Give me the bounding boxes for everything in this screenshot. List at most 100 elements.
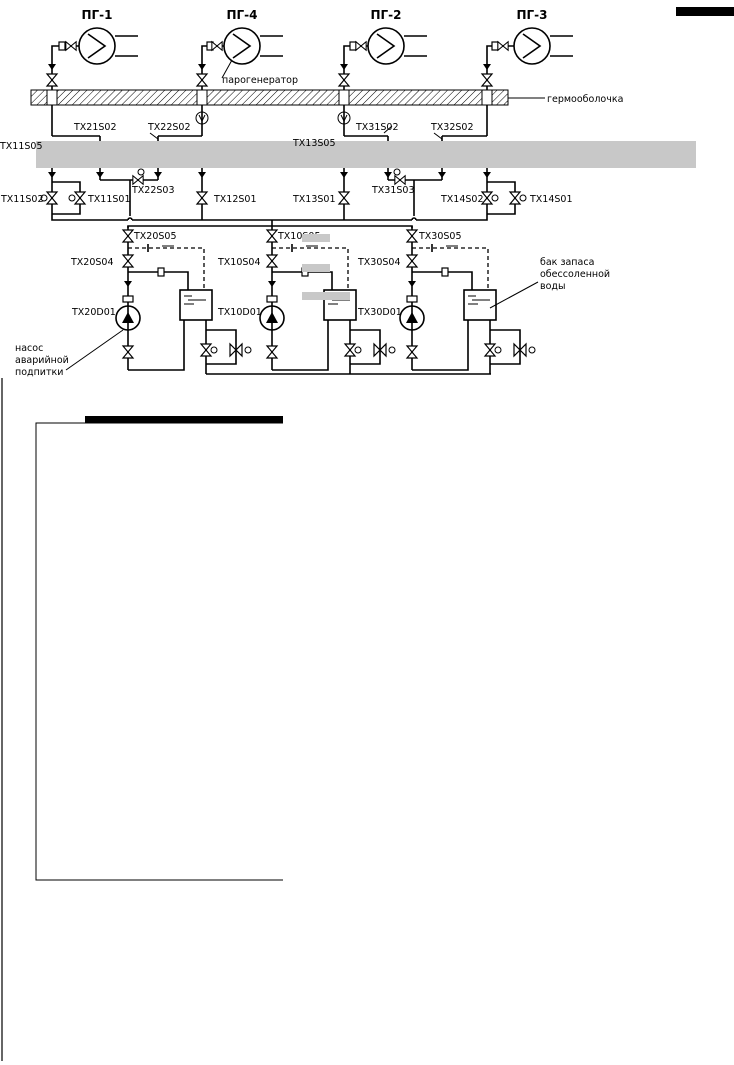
- train-30-tank: [463, 289, 497, 321]
- train-30-drain-valve-a: [483, 343, 497, 351]
- train-10-fill-line: [272, 271, 333, 290]
- valve-label-tx20s05: TX20S05: [133, 231, 177, 242]
- valve-label-tx13s05: TX13S05: [292, 138, 336, 149]
- pump-label-tx10d01: TX10D01: [217, 307, 262, 318]
- train-30-flange: [406, 295, 418, 303]
- valve-label-tx10s05: TX10S05: [277, 231, 321, 242]
- valve-label-tx10s04: TX10S04: [217, 257, 261, 268]
- pump-note-line2: аварийной: [15, 355, 69, 366]
- train-20-fill-line: [128, 271, 189, 290]
- header-bar: [676, 7, 734, 16]
- containment-note: гермооболочка: [547, 94, 623, 105]
- pump-label-tx30d01: TX30D01: [357, 307, 402, 318]
- sg-inlet-check-valves: [58, 41, 509, 51]
- sg-group-2: ПГ-2: [343, 8, 427, 136]
- valve-label-tx22s03: TX22S03: [131, 185, 175, 196]
- redaction-patches: [302, 234, 350, 300]
- train-10-pump: [259, 305, 285, 331]
- valve-label-tx11s01: TX11S01: [87, 194, 131, 205]
- flowmeter-icons: [195, 111, 351, 125]
- train-20-valve-suction: [121, 345, 135, 353]
- train-20-valve-04: [121, 254, 135, 262]
- steam-generator-4: [223, 27, 261, 65]
- train-10-valve-04: [265, 254, 279, 262]
- train-10-flange: [266, 295, 278, 303]
- valve-label-tx12s01: TX12S01: [213, 194, 257, 205]
- pump-label-tx20d01: TX20D01: [71, 307, 116, 318]
- sg-group-4: ПГ-4: [201, 8, 283, 136]
- valve-label-tx11s05: TX11S05: [0, 141, 43, 152]
- valve-label-tx21s02: TX21S02: [73, 122, 117, 133]
- train-20-flange: [122, 295, 134, 303]
- valve-label-tx11s02: TX11S02: [0, 194, 44, 205]
- train-20-valve-05: [121, 229, 135, 237]
- train-10-valve-04: [265, 260, 279, 268]
- upper-isolation-valves: [46, 64, 493, 87]
- train-30-valve-04: [405, 260, 419, 268]
- train-10-drain-valve-a: [343, 349, 357, 357]
- train-10-valve-05: [265, 229, 279, 237]
- train-30-recirc-line: [412, 247, 489, 288]
- train-20-drain-loop: [206, 329, 237, 365]
- valve-label-tx30s05: TX30S05: [418, 231, 462, 242]
- train-20-tank-outlet: [128, 320, 185, 371]
- pump-triangle-icon: [122, 312, 134, 323]
- train-30-pump: [399, 305, 425, 331]
- train-30-check-icon: [408, 281, 416, 287]
- valve-label-tx20s04: TX20S04: [70, 257, 114, 268]
- sg-label-4: ПГ-4: [226, 8, 257, 22]
- containment-wall: [30, 89, 509, 106]
- train-30-drain-valve-a: [483, 349, 497, 357]
- sg-coil-icon: [376, 33, 396, 59]
- train-30-valve-suction: [405, 345, 419, 353]
- main-collector: [51, 214, 488, 228]
- sg-group-3: ПГ-3: [486, 8, 573, 136]
- train-10-valve-05: [265, 235, 279, 243]
- train-10-drain-valve-a: [343, 343, 357, 351]
- train-30-valve-05: [405, 229, 419, 237]
- train-10-valve-suction: [265, 351, 279, 359]
- train-20-drain-valve-a: [199, 343, 213, 351]
- sg-coil-icon: [522, 33, 542, 59]
- branch-valves: [48, 168, 491, 185]
- sg-leader: [221, 59, 233, 79]
- sg-coil-icon: [232, 33, 252, 59]
- train-20-recirc-line: [128, 247, 205, 288]
- redaction-band: [36, 141, 696, 168]
- bypass-right: [481, 181, 527, 215]
- train-20-valve-suction: [121, 351, 135, 359]
- figure-caption-bar: [85, 416, 283, 423]
- valve-label-tx14s01: TX14S01: [529, 194, 573, 205]
- pump-triangle-icon: [406, 312, 418, 323]
- train-20-pump: [115, 305, 141, 331]
- train-30-valve-04: [405, 254, 419, 262]
- sg-label-3: ПГ-3: [516, 8, 547, 22]
- valve-label-tx31s02: TX31S02: [355, 122, 399, 133]
- steam-generator-2: [367, 27, 405, 65]
- valve-label-tx14s02: TX14S02: [440, 194, 484, 205]
- sg-coil-icon: [87, 33, 107, 59]
- valve-label-tx31s03: TX31S03: [371, 185, 415, 196]
- tank-note-line1: бак запаса: [540, 257, 594, 268]
- valve-label-tx22s02: TX22S02: [147, 122, 191, 133]
- blank-figure-frame: [35, 422, 283, 881]
- train-30-valve-05: [405, 235, 419, 243]
- train-30-tank-outlet: [412, 320, 469, 371]
- pump-note-line3: подпитки: [15, 367, 63, 378]
- tank-leader: [489, 281, 539, 309]
- steam-generator-3: [513, 27, 551, 65]
- train-20-drain-valve-a: [199, 349, 213, 357]
- train-30-drain-loop: [490, 329, 521, 365]
- train-10-valve-suction: [265, 345, 279, 353]
- steam-generator-note: парогенератор: [222, 75, 298, 86]
- train-10-check-icon: [268, 281, 276, 287]
- valve-label-tx32s02: TX32S02: [430, 122, 474, 133]
- sg-label-2: ПГ-2: [370, 8, 401, 22]
- pump-trains: [115, 226, 536, 374]
- train-10-drain-loop: [350, 329, 381, 365]
- train-20-valve-05: [121, 235, 135, 243]
- train-20-check-icon: [124, 281, 132, 287]
- bypass-left: [40, 181, 86, 215]
- pump-note-line1: насос: [15, 343, 43, 354]
